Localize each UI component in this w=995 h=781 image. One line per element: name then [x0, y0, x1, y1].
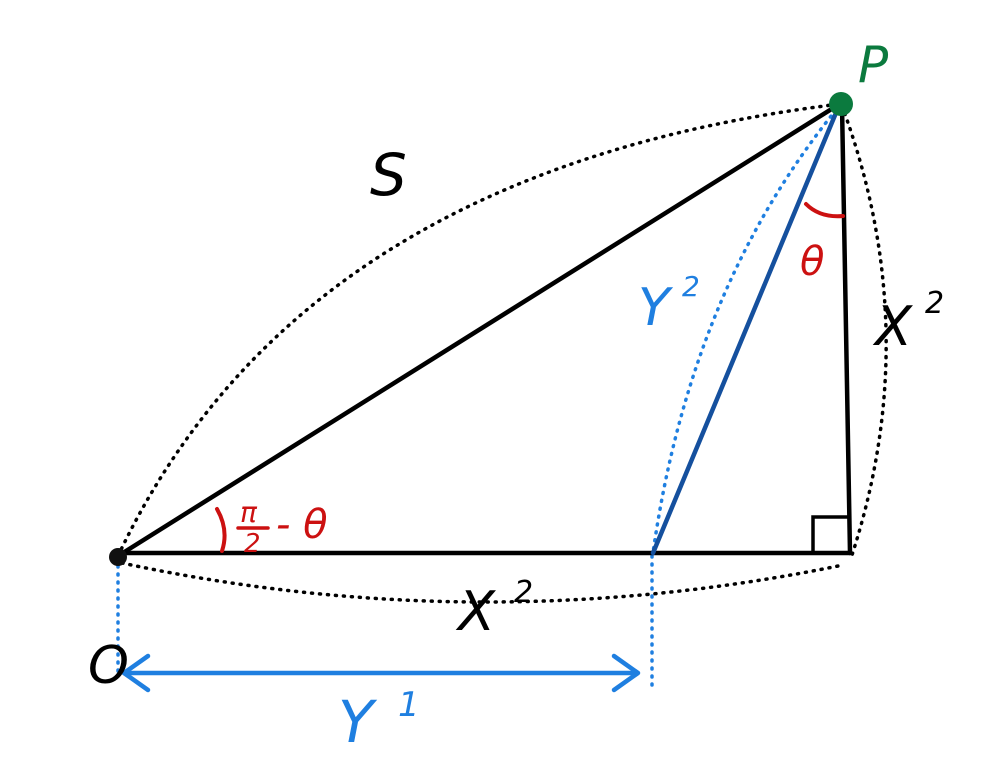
arc-x2-right	[840, 104, 888, 557]
label-y2: Y	[638, 278, 674, 338]
angle-arc-theta	[804, 202, 845, 219]
arc-s	[116, 102, 842, 558]
label-x2-bottom: X	[455, 580, 496, 643]
label-y1: Y	[338, 688, 378, 756]
vertical-side	[839, 102, 853, 556]
angle-arc-o	[215, 507, 227, 553]
label-o: O	[88, 636, 129, 696]
label-y1-sup: 1	[398, 685, 420, 725]
point-o-dot	[109, 548, 127, 566]
y1-arrow-head-right	[611, 653, 641, 693]
label-y2-sup: 2	[682, 270, 700, 303]
label-angle-two: 2	[244, 529, 261, 559]
hypotenuse-op	[115, 102, 841, 559]
label-x2-bottom-sup: 2	[514, 575, 533, 610]
label-p: P	[858, 36, 889, 94]
right-angle-marker	[811, 515, 849, 553]
label-s: S	[370, 141, 407, 209]
segment-y2	[650, 105, 841, 556]
label-theta: θ	[800, 239, 824, 285]
point-p-dot	[829, 92, 853, 116]
arc-y2	[651, 108, 838, 555]
y1-arrow-head-left	[121, 653, 151, 693]
label-x2-right-sup: 2	[925, 286, 944, 321]
arc-x2-bottom	[120, 561, 845, 604]
label-angle-rest: - θ	[276, 502, 328, 548]
label-angle-pi: π	[240, 496, 258, 529]
label-x2-right: X	[872, 295, 913, 358]
